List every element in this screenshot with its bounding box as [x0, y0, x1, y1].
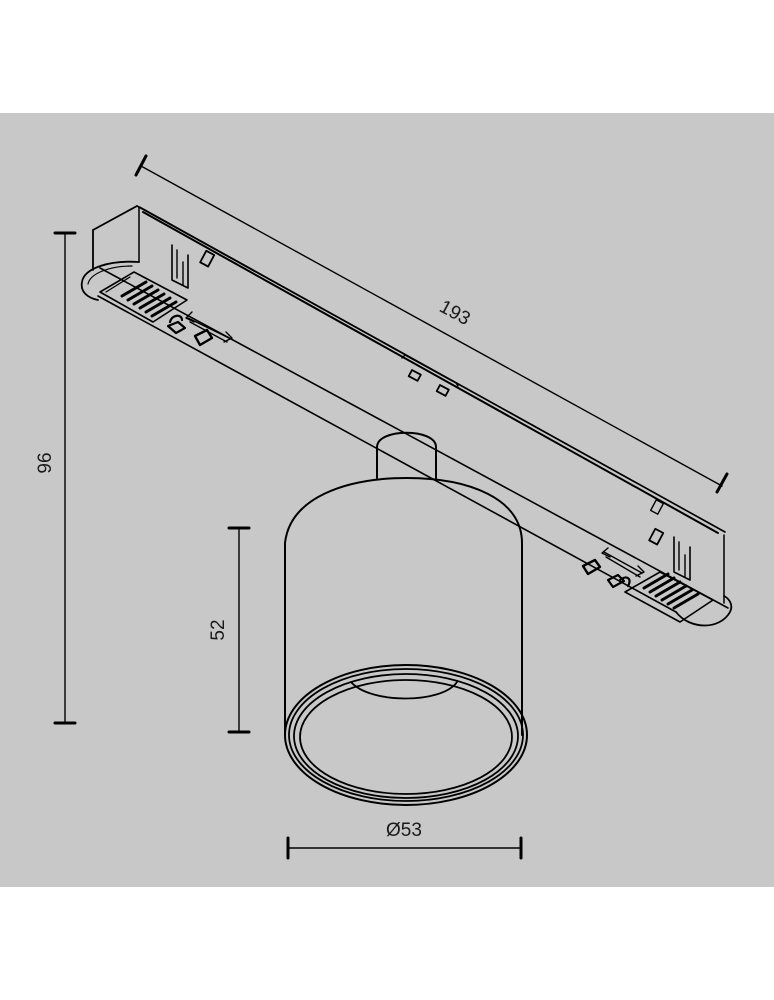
left-lock-icon: [166, 314, 214, 347]
right-vent-grille-icon: [624, 571, 714, 623]
drawing-background: [0, 113, 774, 887]
clip-square-icon: [199, 249, 216, 268]
dimension-diameter: [286, 836, 523, 860]
length-label: 193: [436, 296, 474, 330]
dimension-body-height: [227, 526, 251, 734]
diameter-label: Ø53: [386, 820, 422, 841]
body-height-label: 52: [208, 619, 229, 640]
left-connector-slot-icon: [171, 244, 189, 289]
dimension-total-height: [53, 231, 77, 725]
spotlight-body: [284, 431, 528, 806]
center-mark-icon: [435, 384, 450, 397]
right-connector-slot-icon: [673, 536, 691, 581]
right-slide-arrow-icon: [601, 547, 645, 578]
right-lock-icon: [581, 558, 631, 589]
center-mark-icon: [407, 369, 422, 382]
clip-square-icon: [648, 527, 665, 546]
dimension-length: [134, 154, 729, 494]
total-height-label: 96: [35, 452, 56, 473]
left-vent-grille-icon: [99, 271, 188, 323]
track-adapter: [80, 205, 733, 627]
